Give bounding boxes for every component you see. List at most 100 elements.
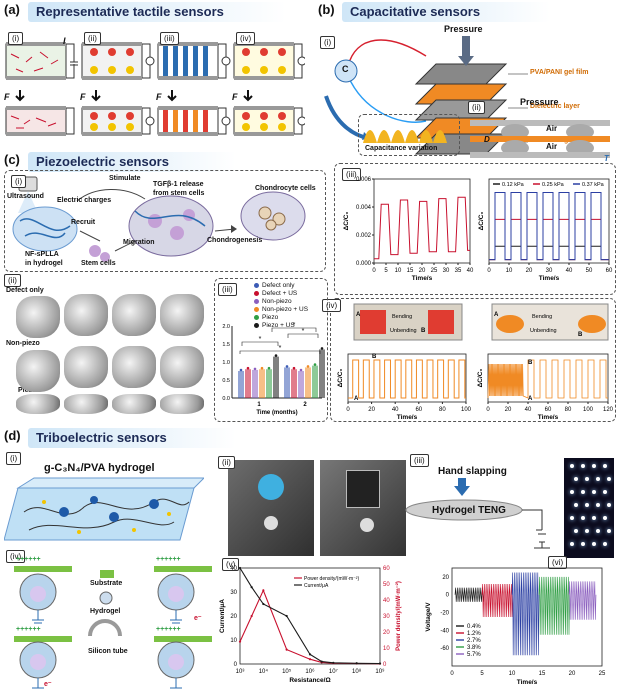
x-tick-label: 20 xyxy=(419,268,426,274)
d-symbol: D xyxy=(484,135,490,144)
series-line xyxy=(568,581,597,620)
piezo-mechanism-diagram xyxy=(12,176,306,262)
x-tick-label: 10³ xyxy=(236,669,245,675)
annotation-bending: Bending xyxy=(392,314,412,320)
bar xyxy=(305,367,311,398)
device-photo xyxy=(578,315,606,333)
nf-label-2: in hydrogel xyxy=(25,260,63,267)
y-tick-label: -40 xyxy=(440,628,449,634)
x-tick-label: 80 xyxy=(439,407,446,413)
legend-swatch xyxy=(254,314,259,320)
panel-d-sub-iv: (iv) xyxy=(6,550,26,563)
panel-a-title: Representative tactile sensors xyxy=(28,2,286,22)
annotation-a-low: A xyxy=(354,396,359,402)
tactile-sensor-diagrams xyxy=(5,42,307,136)
y2-tick-label: 60 xyxy=(383,566,390,572)
data-point xyxy=(285,365,289,368)
series-line xyxy=(481,583,513,618)
press-arrow-icon xyxy=(243,90,253,102)
force-symbol-iii: F xyxy=(156,92,162,102)
series-line xyxy=(348,359,466,399)
legend-item: Defect + US xyxy=(254,290,326,298)
y-tick-label: 1.0 xyxy=(222,360,230,366)
y-axis-label: Current/μA xyxy=(219,599,226,633)
data-point xyxy=(308,658,312,661)
defect-only-label: Defect only xyxy=(6,287,44,294)
data-point xyxy=(378,662,382,665)
teng-diagram xyxy=(405,458,614,558)
chondrogenesis-label: Chondrogenesis xyxy=(207,237,263,244)
series-line xyxy=(489,191,609,261)
device-photo xyxy=(360,310,386,334)
panel-d-ii-figure: (ii) xyxy=(218,456,408,556)
y-tick-label: 2.0 xyxy=(222,324,230,330)
panel-c-letter: (c) xyxy=(4,152,20,167)
device-photo xyxy=(428,310,454,334)
panel-d-sub-iii: (iii) xyxy=(410,454,429,467)
y-axis-label: Voltage/V xyxy=(425,602,432,632)
led-light xyxy=(585,503,589,507)
sensor-iii-pressed xyxy=(157,106,231,136)
data-point xyxy=(292,366,296,370)
x-tick-label: 30 xyxy=(546,268,553,274)
legend-label: 0.12 kPa xyxy=(502,182,525,188)
data-point xyxy=(355,662,358,665)
annotation-unbending: Unbending xyxy=(530,328,557,334)
ultrasound-label: Ultrasound xyxy=(7,193,44,200)
led-light xyxy=(603,542,607,546)
led-light xyxy=(574,529,578,533)
led-light xyxy=(596,529,600,533)
y2-tick-label: 40 xyxy=(383,598,390,604)
chondrocyte-label: Chondrocyte cells xyxy=(255,185,316,192)
y-tick-label: -20 xyxy=(440,611,449,617)
annotation-a: A xyxy=(494,312,499,318)
legend-item: Non-piezo xyxy=(254,298,326,306)
panel-d-sub-v: (v) xyxy=(222,558,240,571)
led-light xyxy=(570,464,574,468)
x-tick-label: 15 xyxy=(539,671,546,677)
bar xyxy=(312,365,318,398)
x-tick-label: 5 xyxy=(384,268,388,274)
y-tick-label: 0.004 xyxy=(356,205,372,211)
plus-row: ++++++ xyxy=(156,556,181,563)
condyle-image xyxy=(160,294,204,336)
significance-bracket xyxy=(241,341,279,346)
y-tick-label: 40 xyxy=(230,566,237,572)
led-light xyxy=(585,529,589,533)
plus-row: ++++++ xyxy=(156,626,181,633)
condyle-image xyxy=(160,394,204,414)
data-point xyxy=(262,589,265,592)
x-tick-label: 10⁶ xyxy=(305,668,315,675)
panel-a-figure: (i) (ii) (iii) (iv) I F F F F xyxy=(0,26,307,146)
cap-variation-box: Capacitance variation xyxy=(358,114,460,156)
led-array xyxy=(564,458,614,558)
significance-star: * xyxy=(279,345,282,352)
data-point xyxy=(332,661,335,664)
x-tick-label: 100 xyxy=(461,407,472,413)
x-tick-label: 10⁵ xyxy=(282,668,292,675)
x-tick-label: 60 xyxy=(545,407,552,413)
led-light xyxy=(581,490,585,494)
sensor-iv-pressed xyxy=(233,106,307,136)
sensor-ii-pressed xyxy=(81,106,155,136)
annotation-a-low: A xyxy=(528,396,533,402)
y-axis-label: ΔC/C₀ xyxy=(343,212,350,231)
force-symbol-iv: F xyxy=(232,92,238,102)
legend-label: Defect + US xyxy=(262,290,298,297)
migration-label: Migration xyxy=(123,239,155,246)
y2-tick-label: 10 xyxy=(383,646,390,652)
panel-d-iv-figure: (iv) Substrate Hydrogel Silicon tube +++… xyxy=(4,550,214,692)
bar xyxy=(298,371,304,398)
photo-device-2 xyxy=(320,460,406,556)
legend-label: 0.25 kPa xyxy=(542,182,565,188)
y-tick-label: 20 xyxy=(230,614,237,620)
panel-a-sub-iii: (iii) xyxy=(160,32,179,45)
legend-label: Power density/(mW·m⁻²) xyxy=(304,576,359,582)
cap-variation-peaks xyxy=(363,130,447,143)
condyle-image xyxy=(112,294,156,336)
panel-b-sub-iii: (iii) xyxy=(342,168,361,181)
x-tick-label: 15 xyxy=(407,268,414,274)
y2-tick-label: 20 xyxy=(383,630,390,636)
plot-frame xyxy=(451,567,603,667)
